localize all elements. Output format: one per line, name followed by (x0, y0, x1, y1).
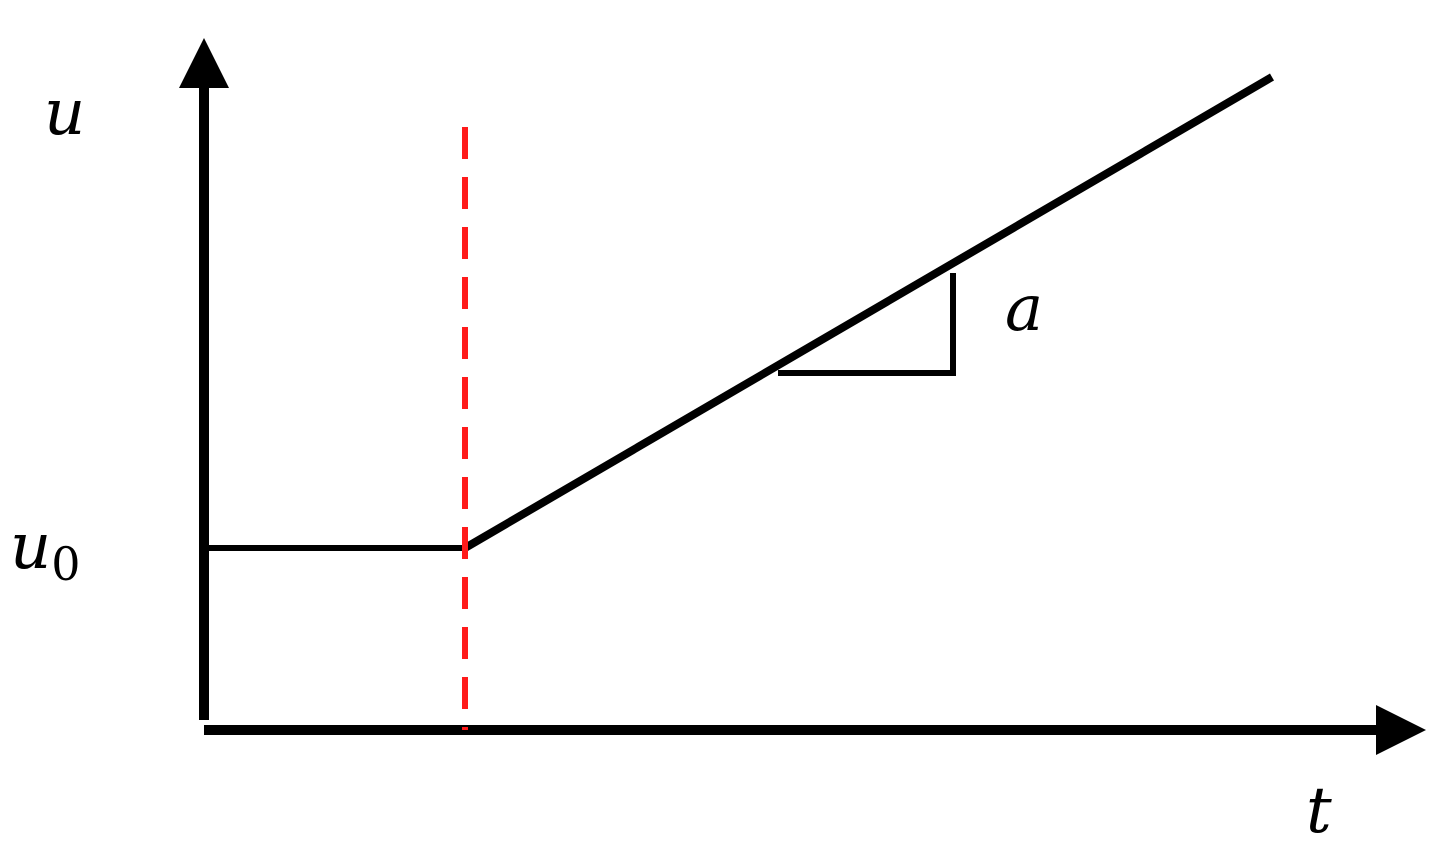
x-axis-label: t (1306, 774, 1332, 847)
y-axis-arrowhead (179, 38, 229, 88)
y-axis-label: u (44, 76, 85, 150)
x-axis-arrowhead (1376, 705, 1426, 755)
ramp-segment (462, 73, 1275, 552)
initial-value-symbol: u (10, 510, 51, 584)
initial-value-label: u0 (10, 510, 81, 591)
slope-label: a (1005, 272, 1043, 346)
initial-value-subscript: 0 (51, 537, 80, 591)
